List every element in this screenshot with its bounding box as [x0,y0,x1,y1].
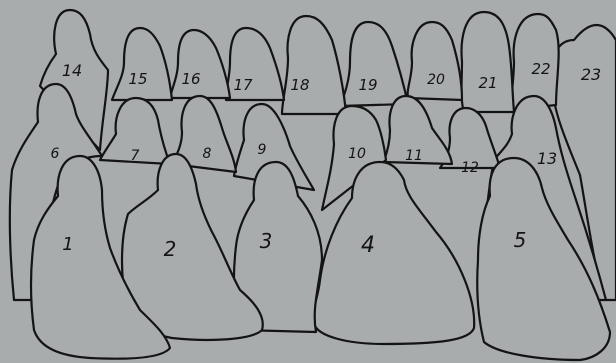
figure-22-number: 22 [531,60,550,78]
figure-14-number: 14 [62,61,82,80]
figure-10-number: 10 [348,146,366,162]
figure-21-number: 21 [478,74,497,92]
figure-7-number: 7 [131,148,140,164]
figure-15-outline [112,28,172,100]
figure-13-number: 13 [537,149,557,168]
figure-19-number: 19 [358,76,377,94]
figure-16-number: 16 [181,70,200,88]
figure-17-number: 17 [233,76,253,94]
figure-12: 12 [440,108,500,176]
figure-12-number: 12 [461,160,479,176]
figure-18-number: 18 [290,76,309,94]
figure-4-number: 4 [361,233,375,258]
figure-1-number: 1 [62,234,73,255]
figure-9-number: 9 [258,142,267,158]
figure-15-number: 15 [128,70,147,88]
figure-5-number: 5 [514,228,527,252]
figure-18: 18 [282,16,346,114]
figure-6-number: 6 [51,146,60,162]
figure-11-number: 11 [405,148,423,164]
figure-3-number: 3 [260,229,273,253]
figure-19: 19 [340,22,408,106]
figure-20: 20 [408,22,462,100]
figure-8-number: 8 [203,146,212,162]
figure-21: 21 [462,12,515,112]
figure-18-outline [282,16,346,114]
figure-2-number: 2 [164,237,177,261]
figure-15: 15 [112,28,172,100]
figure-20-outline [408,22,462,100]
figure-16: 16 [170,30,230,98]
figure-11: 11 [384,96,452,164]
figure-21-outline [462,12,515,112]
figure-17: 17 [226,28,284,100]
figure-7: 7 [100,98,170,164]
figure-20-number: 20 [427,72,445,88]
figure-23-number: 23 [581,65,601,84]
